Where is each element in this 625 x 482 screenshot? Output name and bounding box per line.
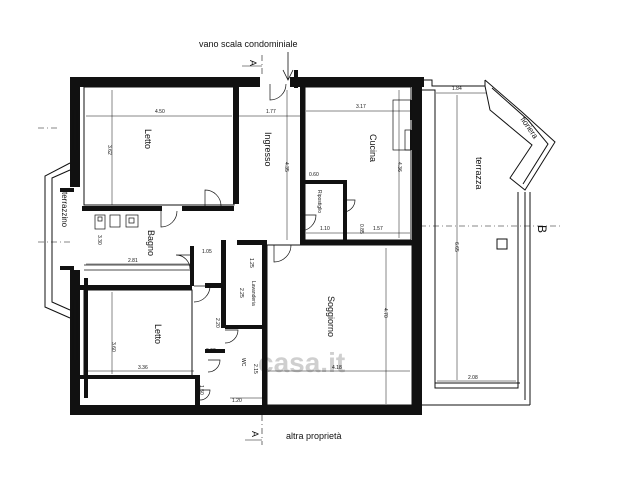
- svg-text:2.20: 2.20: [214, 318, 220, 328]
- svg-text:1.05: 1.05: [202, 249, 212, 255]
- section-b-label: B: [535, 225, 549, 233]
- room-lavanderia: Lavanderia: [250, 281, 256, 306]
- svg-text:3.60: 3.60: [110, 342, 116, 352]
- svg-text:1.84: 1.84: [452, 86, 462, 92]
- svg-text:1.50: 1.50: [198, 385, 204, 395]
- svg-text:4.50: 4.50: [155, 109, 165, 115]
- svg-text:3.36: 3.36: [138, 365, 148, 371]
- room-ingresso: Ingresso: [263, 132, 273, 167]
- interior-walls: [80, 84, 418, 410]
- section-a-bottom-label: A: [250, 431, 260, 437]
- svg-text:3.62: 3.62: [106, 145, 112, 155]
- wall-outlines: [83, 86, 413, 406]
- svg-text:4.18: 4.18: [332, 365, 342, 371]
- watermark: casa.it: [258, 347, 345, 378]
- terrace-fixture: [496, 238, 508, 250]
- terrace-outline: [422, 79, 556, 406]
- room-letto-top: Letto: [143, 129, 153, 149]
- svg-text:3.30: 3.30: [96, 235, 102, 245]
- svg-text:2.15: 2.15: [252, 364, 258, 374]
- room-soggiorno: Soggiorno: [326, 296, 336, 337]
- section-lines: [38, 55, 560, 445]
- svg-text:0.60: 0.60: [206, 348, 216, 354]
- svg-text:4.70: 4.70: [382, 308, 388, 318]
- room-wc: WC: [240, 358, 246, 367]
- section-a-top-label: A: [248, 60, 258, 66]
- svg-text:2.81: 2.81: [128, 258, 138, 264]
- exterior-walls: [60, 70, 424, 415]
- kitchen-fixtures: [392, 99, 412, 151]
- dimension-lines: [86, 90, 516, 404]
- svg-text:1.10: 1.10: [320, 226, 330, 232]
- svg-text:1.25: 1.25: [248, 258, 254, 268]
- room-cucina: Cucina: [368, 134, 378, 162]
- bottom-label: altra proprietà: [286, 431, 342, 441]
- room-letto-bottom: Letto: [153, 324, 163, 344]
- top-label: vano scala condominiale: [199, 39, 298, 49]
- room-terrazzino: terrazzino: [60, 192, 69, 228]
- room-terrazza: terrazza: [474, 157, 484, 190]
- svg-text:6.65: 6.65: [453, 242, 459, 252]
- room-ripostiglio: Ripostiglio: [316, 190, 322, 213]
- entrance-arrow-icon: [282, 52, 294, 81]
- svg-text:1.20: 1.20: [232, 398, 242, 404]
- svg-text:4.36: 4.36: [396, 162, 402, 172]
- doors: [160, 83, 356, 401]
- room-bagno: Bagno: [146, 230, 156, 256]
- svg-text:2.25: 2.25: [238, 288, 244, 298]
- svg-text:4.35: 4.35: [283, 162, 289, 172]
- svg-text:0.60: 0.60: [309, 172, 319, 178]
- terrazzino-outline: [44, 162, 71, 319]
- bathroom-fixtures: [84, 214, 190, 271]
- svg-text:2.08: 2.08: [468, 375, 478, 381]
- svg-text:1.57: 1.57: [373, 226, 383, 232]
- dimension-labels: 4.50 1.77 3.17 1.84 3.62 4.35 4.36 6.65 …: [96, 86, 478, 404]
- windows: [72, 110, 419, 390]
- svg-text:0.85: 0.85: [358, 224, 364, 234]
- svg-text:3.17: 3.17: [356, 104, 366, 110]
- svg-text:1.77: 1.77: [266, 109, 276, 115]
